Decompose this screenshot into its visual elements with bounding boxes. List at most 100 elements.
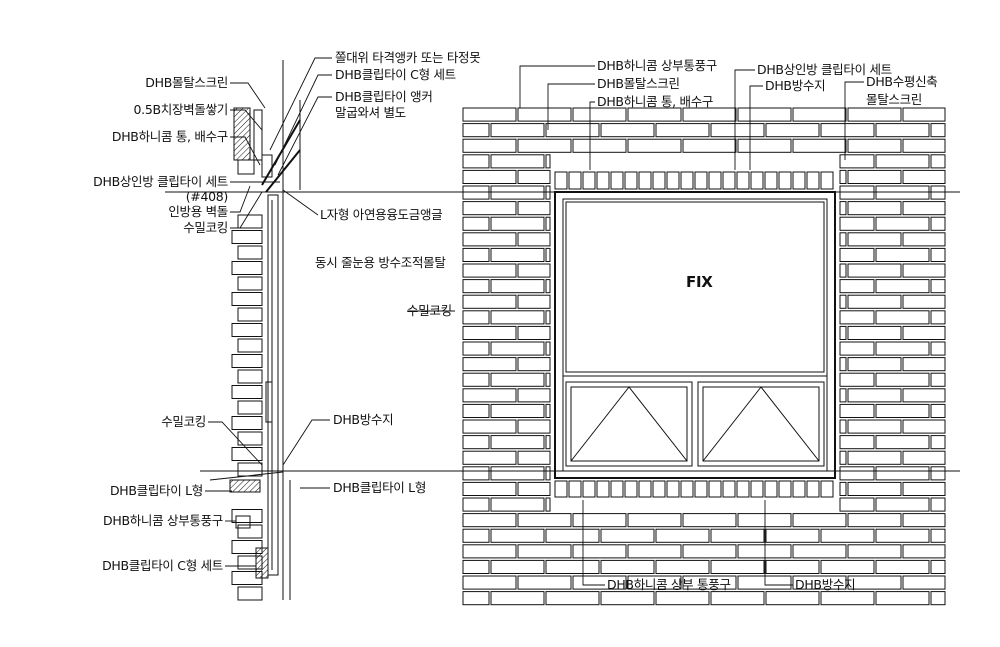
- wall-section-bricks: [231, 214, 263, 601]
- brick: [462, 357, 517, 372]
- brick: [517, 232, 551, 247]
- brick: [490, 591, 545, 606]
- soldier-brick-lintel: [554, 171, 568, 190]
- brick: [627, 544, 682, 559]
- brick: [462, 216, 490, 231]
- brick: [462, 341, 490, 356]
- soldier-brick-sill: [610, 480, 624, 498]
- soldier-brick-lintel: [708, 171, 722, 190]
- brick: [517, 513, 572, 528]
- section-brick: [237, 214, 263, 229]
- brick: [490, 372, 545, 387]
- brick: [682, 107, 737, 122]
- brick: [490, 341, 545, 356]
- brick: [462, 279, 490, 294]
- brick: [792, 513, 847, 528]
- brick: [462, 123, 490, 138]
- brick: [847, 481, 902, 496]
- brick: [930, 497, 946, 512]
- section-brick: [237, 462, 263, 477]
- brick: [545, 341, 551, 356]
- soldier-brick-sill: [750, 480, 764, 498]
- brick: [902, 357, 946, 372]
- soldier-brick-lintel: [736, 171, 750, 190]
- brick: [902, 325, 946, 340]
- brick: [839, 403, 875, 418]
- section-brick: [237, 276, 263, 291]
- brick: [517, 138, 572, 153]
- brick: [820, 528, 875, 543]
- brick: [839, 279, 875, 294]
- brick: [517, 294, 551, 309]
- brick: [462, 450, 517, 465]
- brick: [930, 154, 946, 169]
- brick: [902, 263, 946, 278]
- brick: [572, 544, 627, 559]
- brick: [847, 357, 902, 372]
- brick: [545, 591, 600, 606]
- brick: [627, 107, 682, 122]
- brick: [765, 559, 820, 575]
- brick: [847, 263, 902, 278]
- brick: [847, 232, 902, 247]
- label-face-brick: 0.5B치장벽돌쌓기: [133, 102, 229, 117]
- brick: [902, 481, 946, 496]
- section-brick: [231, 509, 263, 523]
- brick: [572, 575, 627, 590]
- brick: [545, 466, 551, 481]
- soldier-brick-sill: [820, 480, 834, 498]
- datum-lines: [165, 191, 960, 472]
- soldier-brick-sill: [652, 480, 666, 498]
- soldier-brick-sill: [736, 480, 750, 498]
- brick: [517, 263, 551, 278]
- label-mortar-screen: DHB몰탈스크린: [145, 75, 228, 90]
- soldier-brick-sill: [554, 480, 568, 498]
- brick: [462, 419, 517, 434]
- brick: [737, 513, 792, 528]
- brick: [930, 403, 946, 418]
- brick: [875, 154, 930, 169]
- brick: [847, 544, 902, 559]
- brick: [462, 559, 490, 575]
- brick: [930, 123, 946, 138]
- brick: [462, 591, 490, 606]
- section-brick: [237, 338, 263, 353]
- brick: [902, 294, 946, 309]
- brick: [847, 138, 902, 153]
- brick: [682, 575, 737, 590]
- brick: [490, 497, 545, 512]
- brick: [627, 575, 682, 590]
- section-brick: [231, 540, 263, 554]
- brick: [902, 169, 946, 184]
- brick: [462, 497, 490, 512]
- brick: [682, 138, 737, 153]
- label-elev-expansion-2: 몰탈스크린: [866, 92, 923, 107]
- brick: [820, 123, 875, 138]
- brick: [839, 450, 847, 465]
- brick: [462, 247, 490, 262]
- label-elev-waterproof: DHB방수지: [765, 78, 826, 93]
- soldier-brick-lintel: [750, 171, 764, 190]
- label-lintel-cliptie: DHB상인방 클립타이 세트: [93, 174, 228, 189]
- label-elev-mortar-screen: DHB몰탈스크린: [597, 76, 680, 91]
- brick: [765, 591, 820, 606]
- brick: [902, 513, 946, 528]
- label-sealant-1: 수밀코킹: [183, 220, 228, 235]
- leader-lines: [205, 57, 864, 586]
- brick: [517, 575, 572, 590]
- soldier-brick-sill: [764, 480, 778, 498]
- brick: [875, 341, 930, 356]
- soldier-brick-lintel: [610, 171, 624, 190]
- brick: [847, 201, 902, 216]
- brick: [462, 372, 490, 387]
- brick: [875, 310, 930, 325]
- soldier-brick-sill: [680, 480, 694, 498]
- label-sealant-3: 수밀코킹: [407, 303, 452, 318]
- brick: [930, 466, 946, 481]
- brick: [847, 294, 902, 309]
- brick: [737, 107, 792, 122]
- brick: [545, 497, 551, 512]
- brick: [839, 247, 875, 262]
- brick: [875, 216, 930, 231]
- brick: [517, 450, 551, 465]
